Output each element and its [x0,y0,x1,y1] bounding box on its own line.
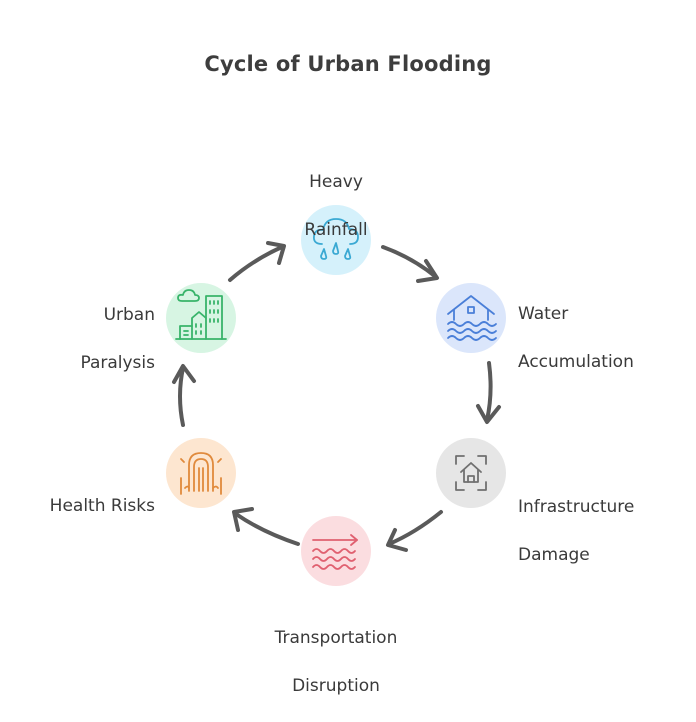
diagram-title: Cycle of Urban Flooding [204,52,492,76]
node-urban-paralysis [166,283,236,353]
damaged-house-icon [455,455,487,491]
arrow-urban-to-rainfall-head [266,241,286,265]
arrow-rainfall-to-water-head [416,259,439,283]
arrow-damage-to-transport [387,510,443,546]
city-buildings-icon [175,289,227,340]
sewer-pipe-icon [180,452,222,495]
cycle-arrows [172,241,501,552]
arrow-health-to-urban-head [172,364,196,384]
flooded-house-icon [447,295,497,341]
label-infrastructure-damage: Infrastructure Damage [518,497,635,565]
arrow-water-to-damage-head [476,404,501,424]
label-heavy-rainfall: Heavy Rainfall [304,172,368,240]
node-health-risks [166,438,236,508]
arrow-urban-to-rainfall [228,245,284,282]
arrow-water-to-damage [485,361,493,422]
node-infrastructure-damage [436,438,506,508]
arrow-transport-to-health-head [232,507,254,532]
label-water-accumulation: Water Accumulation [518,304,634,372]
node-heavy-rainfall [301,205,371,275]
arrow-health-to-urban [178,366,185,427]
node-transportation-disruption [301,516,371,586]
label-urban-paralysis: Urban Paralysis [80,305,155,373]
arrow-damage-to-transport-head [386,528,408,552]
node-water-accumulation [436,283,506,353]
cycle-diagram [166,205,506,586]
waves-arrow-icon [312,534,358,570]
arrow-transport-to-health [234,512,300,546]
label-transportation-disruption: Transportation Disruption [274,628,398,696]
rain-cloud-icon [313,218,359,260]
label-health-risks: Health Risks [49,496,155,516]
